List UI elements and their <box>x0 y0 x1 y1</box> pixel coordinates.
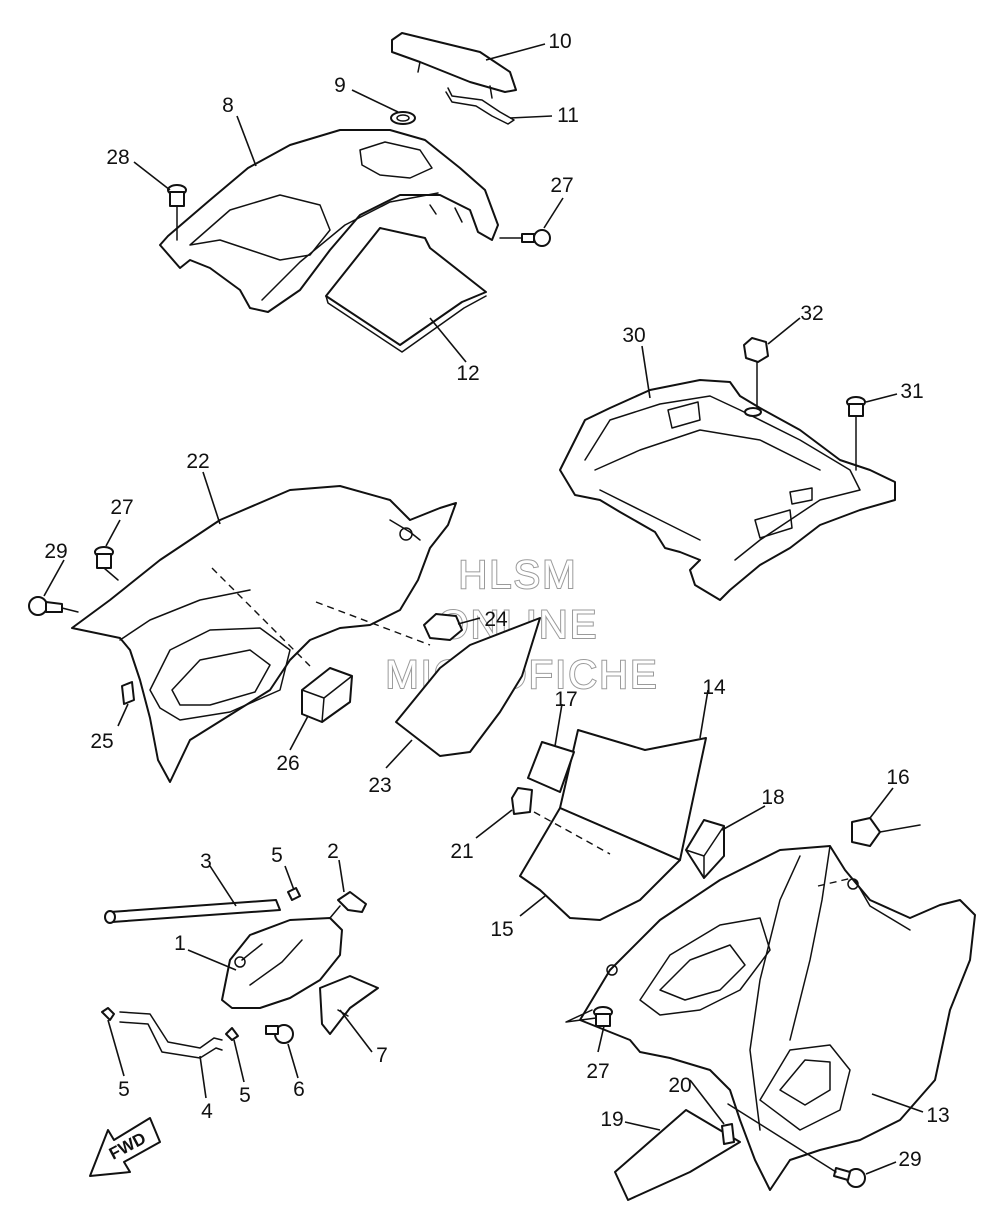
part-5-clamp-b <box>225 1027 239 1041</box>
callout-5-mid: 5 <box>239 1084 251 1107</box>
left-side-cover-assembly <box>28 485 541 783</box>
part-15-panel <box>519 807 681 921</box>
callout-13: 13 <box>926 1104 949 1127</box>
callout-32: 32 <box>800 302 823 325</box>
callout-18: 18 <box>761 786 784 809</box>
reservoir-assembly <box>101 887 379 1059</box>
part-5-clamp-a <box>101 1007 115 1021</box>
callout-31: 31 <box>900 380 923 403</box>
watermark-line-1: HLSM <box>458 553 577 597</box>
part-7-bracket <box>319 975 379 1035</box>
part-27-screw-bottom <box>565 1006 613 1027</box>
part-14-panel <box>559 729 707 861</box>
callout-22: 22 <box>186 450 209 473</box>
callout-21: 21 <box>450 840 473 863</box>
part-32-clip <box>743 337 769 417</box>
callout-30: 30 <box>622 324 645 347</box>
callout-11: 11 <box>557 104 579 127</box>
watermark-line-2: ONLINE <box>438 603 599 647</box>
part-13-side-cover <box>579 845 976 1191</box>
part-1-tank <box>221 917 343 1009</box>
callout-8: 8 <box>222 94 234 117</box>
part-23-panel <box>395 617 541 757</box>
part-31-screw <box>846 396 866 471</box>
callout-14: 14 <box>702 676 726 699</box>
part-30-frame <box>559 379 896 601</box>
frame-assembly <box>559 337 896 601</box>
callout-27-mid: 27 <box>110 496 133 519</box>
part-27-screw-mid <box>94 546 119 581</box>
callout-28: 28 <box>106 146 129 169</box>
callout-6: 6 <box>293 1078 305 1101</box>
part-2-cap <box>337 891 367 913</box>
callout-24: 24 <box>484 608 508 631</box>
part-6-bolt <box>265 1024 294 1044</box>
callout-27-top: 27 <box>550 174 573 197</box>
callout-numbers: 10 11 9 8 28 27 12 30 32 31 22 27 29 24 … <box>44 30 949 1171</box>
part-24-nut <box>423 613 463 641</box>
fwd-direction-arrow: FWD <box>89 1117 161 1177</box>
right-side-cover-assembly <box>511 729 976 1201</box>
part-20-clip <box>721 1123 735 1145</box>
part-18-block <box>685 819 725 879</box>
callout-29-left: 29 <box>44 540 67 563</box>
part-29-bolt-bottom <box>727 1103 866 1188</box>
part-17-pad <box>527 741 575 793</box>
fwd-arrow-icon <box>89 1117 161 1177</box>
callout-15: 15 <box>490 918 513 941</box>
part-21-block <box>511 787 533 815</box>
part-12-mat <box>325 227 487 346</box>
callout-29-bottom: 29 <box>898 1148 921 1171</box>
part-11-bracket <box>445 87 515 125</box>
callout-19: 19 <box>600 1108 623 1131</box>
part-25-clip <box>121 681 135 705</box>
callout-5-left: 5 <box>118 1078 130 1101</box>
rear-fender-assembly <box>159 32 551 353</box>
callout-1: 1 <box>174 932 186 955</box>
callout-20: 20 <box>668 1074 691 1097</box>
callout-12: 12 <box>456 362 479 385</box>
callout-17: 17 <box>554 688 577 711</box>
callout-25: 25 <box>90 730 113 753</box>
callout-10: 10 <box>548 30 571 53</box>
callout-7: 7 <box>376 1044 388 1067</box>
part-9-grommet <box>390 111 416 125</box>
callout-23: 23 <box>368 774 391 797</box>
part-19-pad <box>614 1109 741 1201</box>
callout-3: 3 <box>200 850 212 873</box>
callout-9: 9 <box>334 74 346 97</box>
part-29-bolt-left <box>28 596 79 616</box>
leader-lines <box>43 43 924 1175</box>
callout-27-bottom: 27 <box>586 1060 609 1083</box>
callout-4: 4 <box>201 1100 213 1123</box>
part-10-cover <box>391 32 517 93</box>
callout-2: 2 <box>327 840 339 863</box>
callout-16: 16 <box>886 766 909 789</box>
part-4-hose <box>119 1011 223 1049</box>
callout-5-top: 5 <box>271 844 283 867</box>
callout-26: 26 <box>276 752 299 775</box>
part-16-block <box>851 817 881 847</box>
part-28-screw <box>167 184 187 241</box>
part-3-rod <box>109 899 281 923</box>
part-27-screw-top <box>499 229 551 247</box>
part-8-rear-fender <box>159 129 499 313</box>
part-22-side-cover <box>71 485 457 783</box>
